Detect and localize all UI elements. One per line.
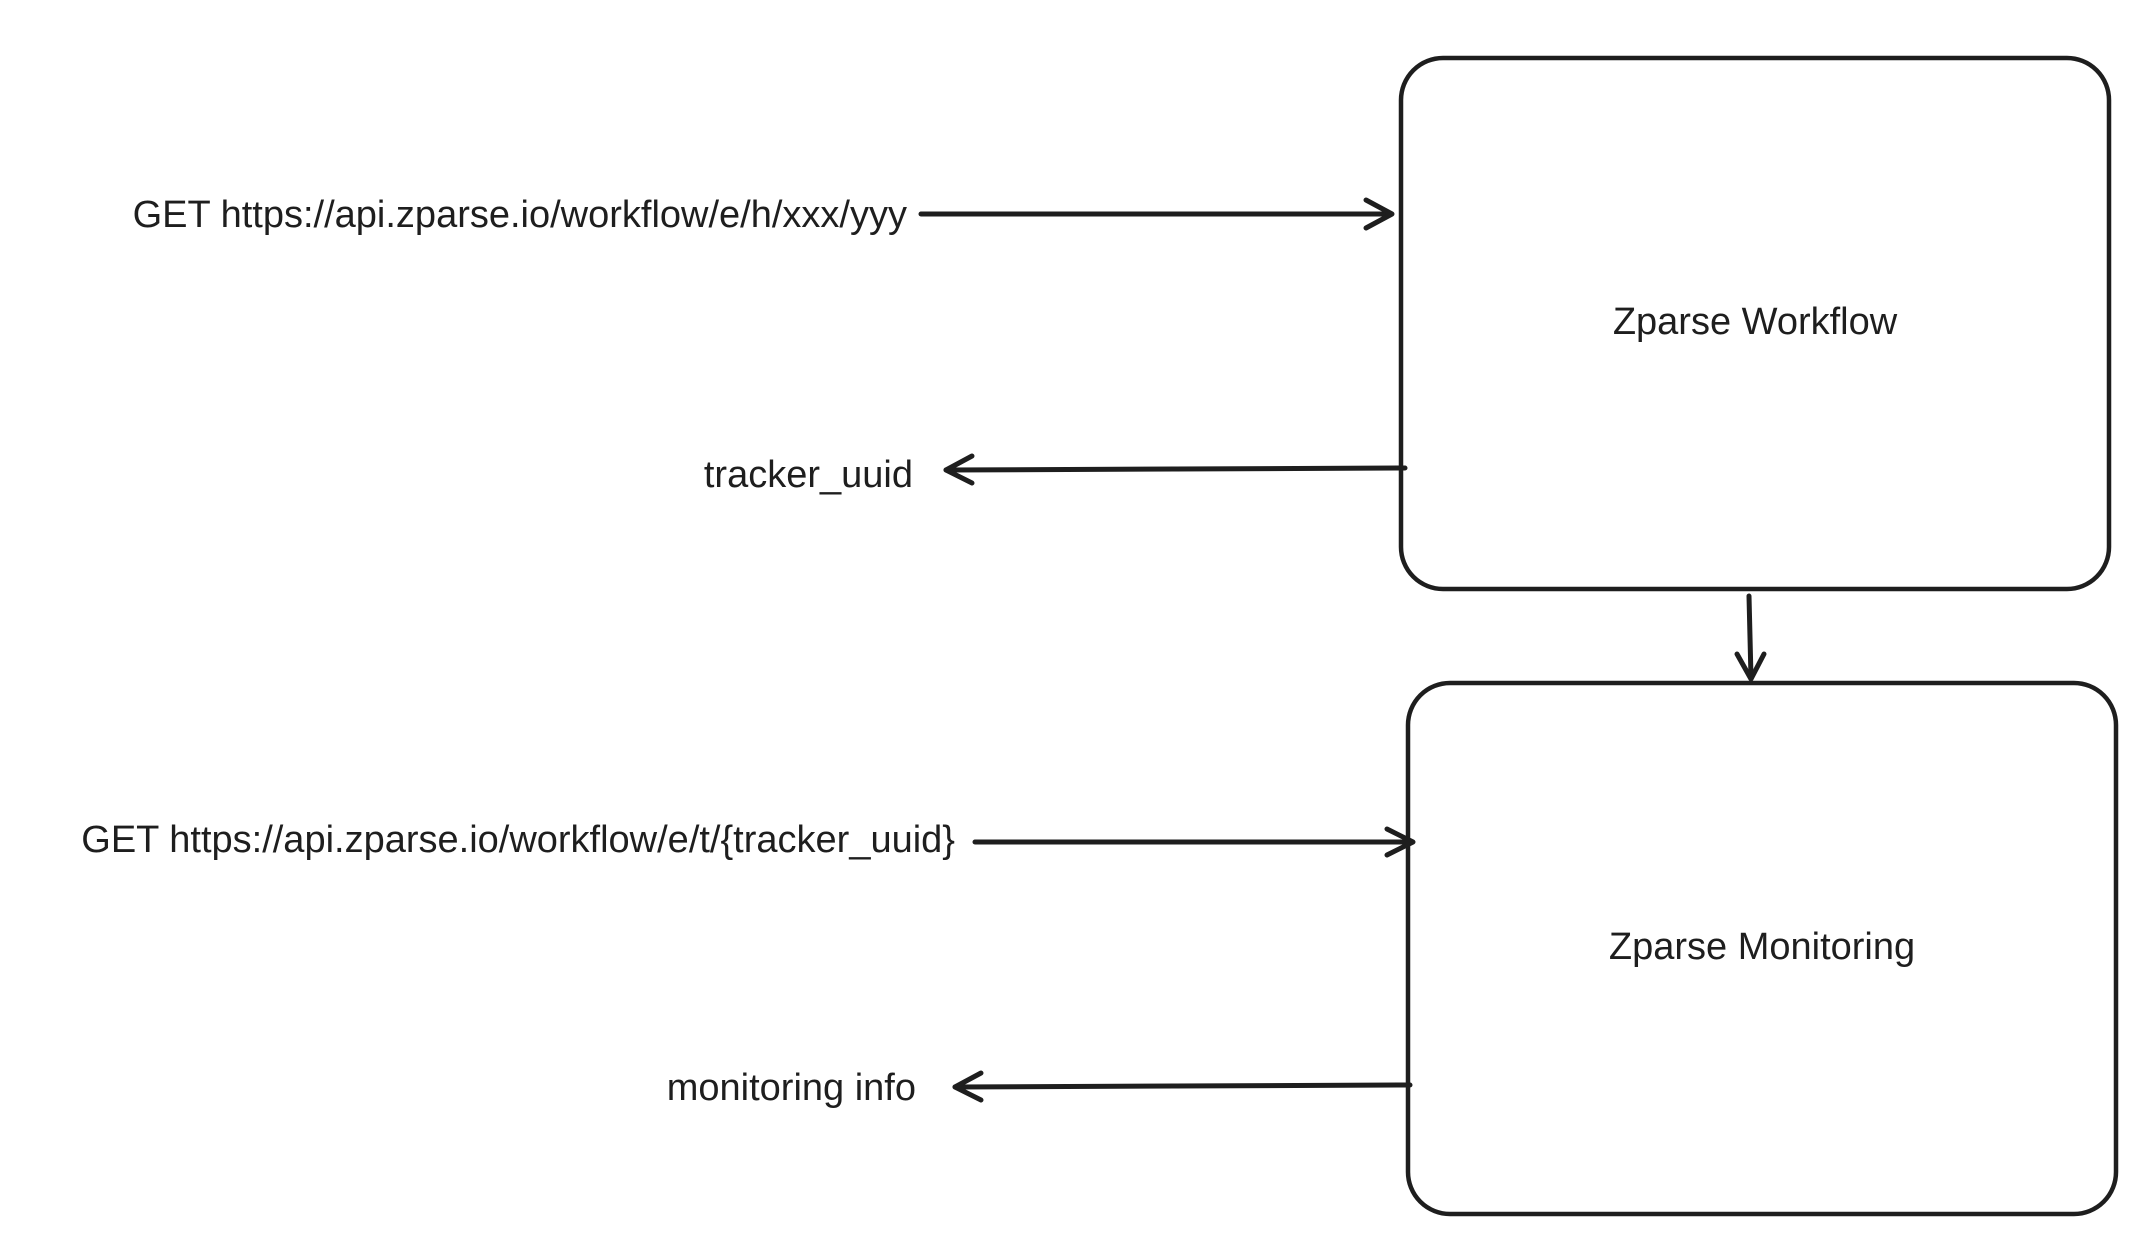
- monitoring-response-label: monitoring info: [667, 1067, 916, 1109]
- workflow-box: [1398, 55, 2112, 592]
- monitoring-label: Zparse Monitoring: [1609, 926, 1915, 968]
- monitoring-response-arrow-line: [952, 1082, 1413, 1090]
- workflow-request-label: GET https://api.zparse.io/workflow/e/h/x…: [133, 194, 907, 236]
- monitoring-box: [1405, 680, 2119, 1217]
- workflow-request-arrow-head: [1363, 197, 1395, 231]
- workflow-request-edge: GET https://api.zparse.io/workflow/e/h/x…: [133, 194, 1395, 236]
- workflow-response-arrow-head: [943, 453, 975, 486]
- workflow-label: Zparse Workflow: [1613, 301, 1898, 343]
- workflow-response-edge: tracker_uuid: [704, 453, 1408, 496]
- workflow-response-arrow-line: [943, 465, 1408, 473]
- monitoring-request-label: GET https://api.zparse.io/workflow/e/t/{…: [81, 819, 955, 861]
- workflow-response-label: tracker_uuid: [704, 454, 913, 496]
- workflow-node[interactable]: Zparse Workflow: [1398, 55, 2112, 592]
- monitoring-response-arrow-head: [952, 1070, 984, 1103]
- monitoring-response-edge: monitoring info: [667, 1067, 1413, 1109]
- workflow-to-monitoring-arrow-head: [1734, 651, 1767, 682]
- monitoring-request-arrow-head: [1384, 826, 1416, 858]
- monitoring-request-edge: GET https://api.zparse.io/workflow/e/t/{…: [81, 819, 1416, 861]
- workflow-to-monitoring-arrow-line: [1746, 593, 1754, 681]
- monitoring-node[interactable]: Zparse Monitoring: [1405, 680, 2119, 1217]
- workflow-to-monitoring-edge: [1734, 593, 1767, 682]
